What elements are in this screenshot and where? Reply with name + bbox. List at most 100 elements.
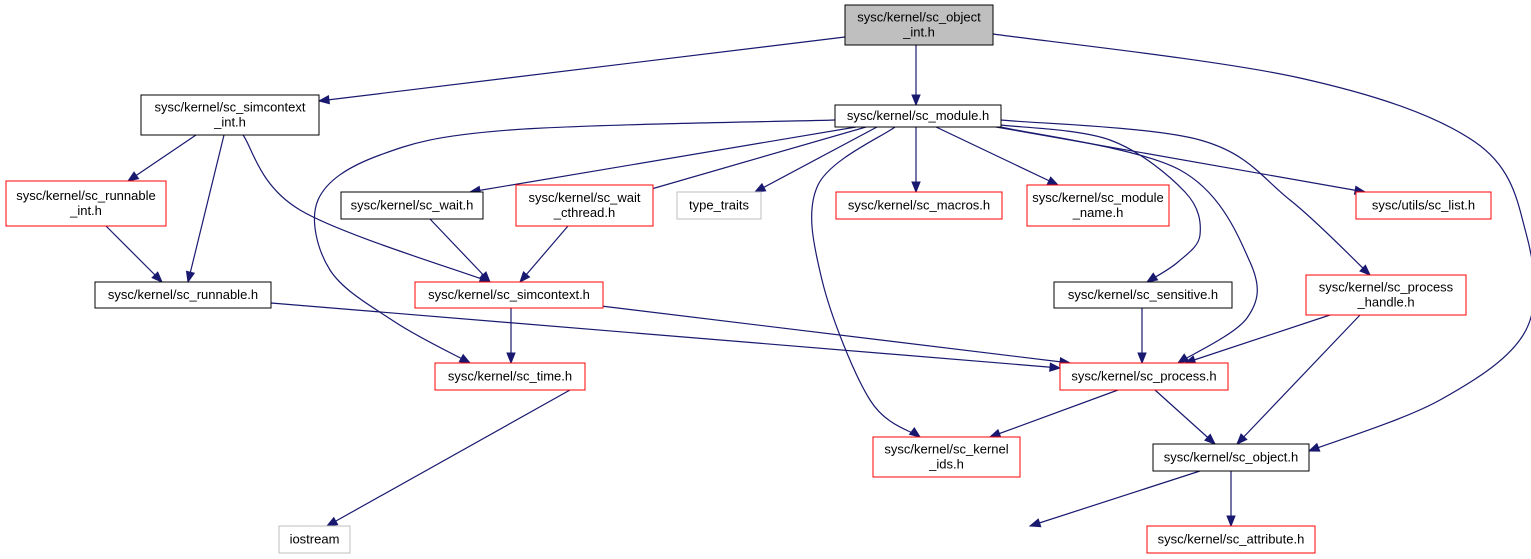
node-label-line: _name.h (1072, 205, 1124, 220)
node-box (340, 191, 484, 220)
node-sc-kernel-ids[interactable]: sysc/kernel/sc_kernel_ids.h (872, 436, 1021, 478)
arrowhead (1236, 433, 1248, 445)
node-label-line: sysc/kernel/sc_wait.h (351, 198, 474, 213)
arrowhead (519, 270, 531, 284)
node-label-line: sysc/kernel/sc_module.h (847, 108, 989, 123)
node-sc-simcontext-int[interactable]: sysc/kernel/sc_simcontext_int.h (140, 94, 320, 136)
node-box (676, 191, 762, 220)
node-label-line: _int.h (902, 25, 935, 40)
node-sc-macros[interactable]: sysc/kernel/sc_macros.h (835, 191, 1003, 220)
node-label-line: sysc/kernel/sc_process.h (1071, 369, 1216, 384)
node-label-line: sysc/kernel/sc_simcontext (155, 100, 306, 115)
node-box (1026, 184, 1170, 227)
node-label-line: _cthread.h (553, 205, 615, 220)
node-label-line: sysc/kernel/sc_kernel (884, 442, 1008, 457)
node-sc-runnable-int[interactable]: sysc/kernel/sc_runnable_int.h (5, 180, 167, 227)
node-sc-wait-cthread[interactable]: sysc/kernel/sc_wait_cthread.h (515, 184, 654, 227)
node-box (1146, 525, 1316, 554)
edge-sc_runnable_int-to-sc_runnable (105, 225, 163, 283)
node-iostream[interactable]: iostream (278, 525, 351, 554)
arrowhead (1028, 518, 1042, 528)
node-label-line: sysc/kernel/sc_process (1319, 280, 1454, 295)
edge-sc_object_int-to-sc_simcontext_int (317, 36, 846, 105)
edge-sc_object_int-to-sc_module (911, 45, 921, 107)
edge-sc_runnable-to-sc_process (270, 302, 1062, 372)
node-label-line: iostream (290, 532, 340, 547)
node-label-line: sysc/kernel/sc_sensitive.h (1068, 287, 1218, 302)
arrowhead (325, 516, 339, 527)
node-box (872, 436, 1021, 478)
edge-sc_module-to-sc_macros (911, 127, 921, 194)
arrowhead (1176, 353, 1190, 364)
arrowhead (908, 426, 922, 438)
node-box (1059, 362, 1229, 391)
node-label-line: sysc/utils/sc_list.h (1372, 198, 1475, 213)
edge-sc_sensitive-to-sc_process (1137, 308, 1147, 365)
node-box (834, 104, 1002, 128)
arrowhead (126, 171, 140, 182)
node-label-line: sysc/kernel/sc_macros.h (848, 198, 990, 213)
arrowhead (458, 353, 472, 364)
node-box (434, 362, 586, 391)
node-sc-simcontext[interactable]: sysc/kernel/sc_simcontext.h (414, 281, 604, 309)
node-sc-object-int[interactable]: sysc/kernel/sc_object_int.h (844, 4, 994, 46)
edge-sc_module-to-sc_process_handle (1000, 119, 1371, 276)
node-type-traits[interactable]: type_traits (676, 191, 762, 220)
node-label-line: type_traits (689, 198, 749, 213)
node-sc-module[interactable]: sysc/kernel/sc_module.h (834, 104, 1002, 128)
node-label-line: _int.h (69, 203, 102, 218)
node-label-line: sysc/kernel/sc_time.h (448, 369, 572, 384)
edge-sc_simcontext_int-to-sc_runnable (185, 134, 225, 284)
node-label-line: sysc/kernel/sc_runnable.h (108, 287, 258, 302)
arrowhead (1049, 362, 1062, 372)
node-box (140, 94, 320, 136)
node-label-line: sysc/kernel/sc_wait (529, 190, 641, 205)
node-box (515, 184, 654, 227)
edge-sc_process-to-sc_kernel_ids (988, 389, 1119, 438)
arrowhead (1226, 515, 1236, 528)
edge-sc_module-to-sc_sensitive (1000, 124, 1201, 283)
arrowhead (911, 181, 921, 194)
edge-sc_simcontext-to-sc_time (506, 308, 516, 365)
node-label-line: sysc/kernel/sc_module (1032, 190, 1164, 205)
node-sc-time[interactable]: sysc/kernel/sc_time.h (434, 362, 586, 391)
edge-sc_module-to-sc_time (313, 119, 836, 364)
node-sc-process[interactable]: sysc/kernel/sc_process.h (1059, 362, 1229, 391)
node-sc-sensitive[interactable]: sysc/kernel/sc_sensitive.h (1053, 281, 1233, 309)
node-box (844, 4, 994, 46)
node-sc-wait[interactable]: sysc/kernel/sc_wait.h (340, 191, 484, 220)
edge-sc_wait-to-sc_simcontext (429, 218, 491, 283)
edge-sc_module-to-sc_wait (468, 126, 857, 195)
nodes-layer: sysc/kernel/sc_object_int.hsysc/kernel/s… (5, 4, 1492, 554)
node-box (5, 180, 167, 227)
node-sc-object[interactable]: sysc/kernel/sc_object.h (1152, 443, 1310, 472)
node-sc-list[interactable]: sysc/utils/sc_list.h (1355, 191, 1492, 220)
edge-sc_process_handle-to-sc_process (1183, 314, 1331, 365)
node-box (94, 281, 272, 309)
node-sc-attribute[interactable]: sysc/kernel/sc_attribute.h (1146, 525, 1316, 554)
arrowhead (911, 94, 921, 107)
arrowhead (1204, 433, 1217, 445)
edge-sc_module-to-sc_kernel_ids (811, 126, 922, 438)
arrowhead (1359, 264, 1371, 276)
arrowhead (317, 95, 330, 105)
node-label-line: _ids.h (928, 457, 964, 472)
node-label-line: sysc/kernel/sc_object (857, 10, 981, 25)
node-label-line: sysc/kernel/sc_runnable (16, 188, 155, 203)
node-sc-module-name[interactable]: sysc/kernel/sc_module_name.h (1026, 184, 1170, 227)
node-sc-runnable[interactable]: sysc/kernel/sc_runnable.h (94, 281, 272, 309)
node-label-line: sysc/kernel/sc_attribute.h (1158, 532, 1305, 547)
edge-sc_time-to-iostream (325, 389, 571, 527)
arrowhead (479, 271, 491, 283)
node-sc-process-handle[interactable]: sysc/kernel/sc_process_handle.h (1305, 274, 1467, 316)
node-box (835, 191, 1003, 220)
node-box (278, 525, 351, 554)
edge-sc_process_handle-to-sc_object (1236, 314, 1361, 445)
node-label-line: _handle.h (1356, 295, 1414, 310)
edge-sc_object-to-sc_attribute (1226, 471, 1236, 528)
arrowhead (1046, 176, 1060, 186)
node-box (1053, 281, 1233, 309)
arrowhead (1307, 442, 1321, 452)
arrowhead (1137, 352, 1147, 365)
